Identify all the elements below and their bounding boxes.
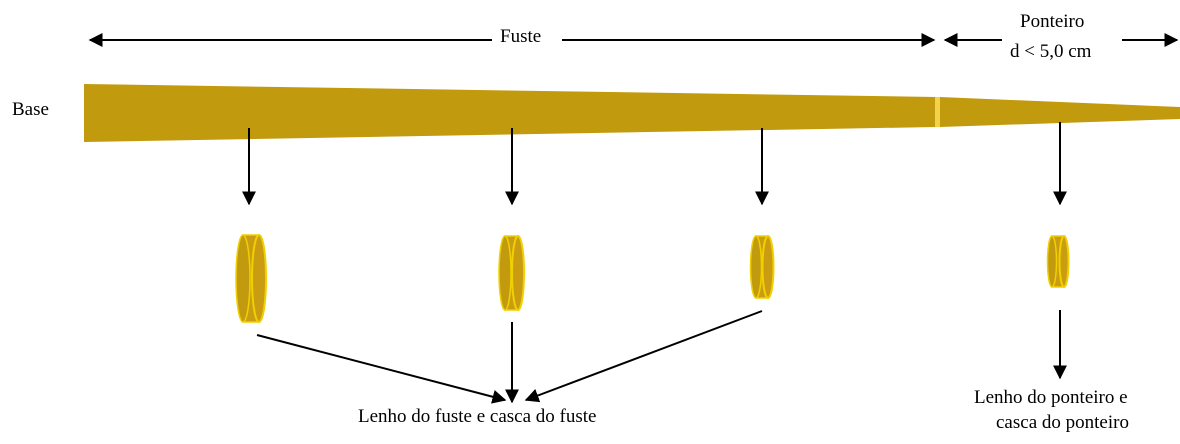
fuste-label: Fuste	[496, 27, 546, 46]
disc-fuste-2	[498, 235, 525, 311]
merge-arrow-3	[524, 310, 763, 403]
fuste-output-label: Lenho do fuste e casca do fuste	[358, 406, 597, 427]
disc-fuste-1	[235, 234, 267, 323]
disc-ponteiro	[1046, 235, 1070, 288]
trunk-fuste	[84, 84, 936, 142]
ponteiro-output-label-line1: Lenho do ponteiro e	[974, 387, 1128, 408]
trunk-cut-mark	[935, 97, 940, 127]
trunk-ponteiro	[940, 97, 1180, 127]
merge-arrow-1	[256, 334, 507, 404]
ponteiro-label: Ponteiro	[1020, 11, 1085, 32]
ponteiro-diameter-label: d < 5,0 cm	[1010, 41, 1092, 62]
disc-fuste-3	[749, 235, 775, 299]
ponteiro-output-label-line2: casca do ponteiro	[996, 412, 1129, 433]
base-label: Base	[12, 99, 49, 120]
